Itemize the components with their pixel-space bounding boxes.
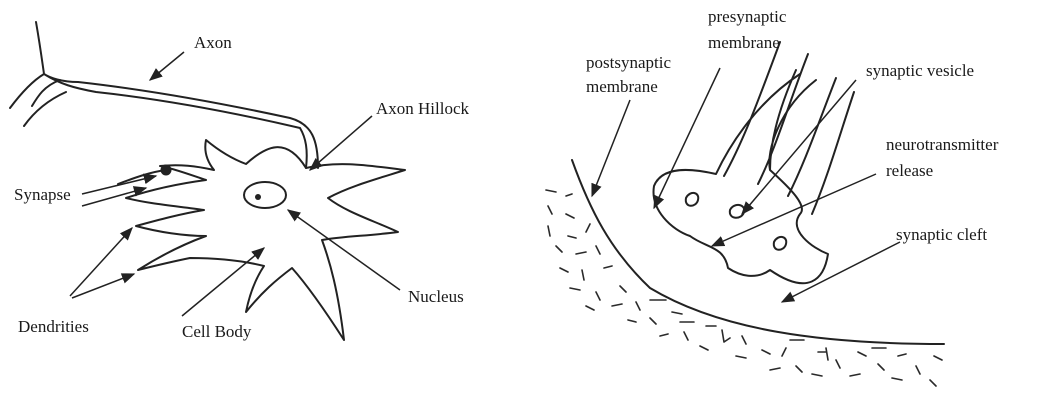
synapse-knob (161, 165, 172, 176)
label-dendrities: Dendrities (18, 317, 89, 336)
label-neurotransmitter-line2: release (886, 161, 933, 180)
nucleus-shape (244, 182, 286, 208)
axon-hillock-arrow (310, 116, 372, 170)
axon-fiber (10, 22, 318, 168)
postsynaptic-membrane-curve (572, 160, 944, 344)
synaptic-vesicle-2 (730, 205, 744, 218)
label-presynaptic-line2: membrane (708, 33, 780, 52)
synaptic-vesicle-1 (686, 193, 698, 206)
label-axon-hillock: Axon Hillock (376, 99, 470, 118)
cleft-arrow (782, 242, 900, 302)
nucleolus-dot (255, 194, 261, 200)
label-nucleus: Nucleus (408, 287, 464, 306)
dendrities-arrow-1 (70, 228, 132, 296)
neuron-illustration: Axon Axon Hillock Synapse Dendrities Cel… (10, 22, 470, 341)
presynaptic-arrow (654, 68, 720, 208)
synapse-arrow-2 (82, 188, 146, 206)
axon-arrow (150, 52, 184, 80)
postsynaptic-arrow (592, 100, 630, 196)
label-neurotransmitter-line1: neurotransmitter (886, 135, 999, 154)
label-cell-body: Cell Body (182, 322, 252, 341)
postsynaptic-cell-hatching (546, 190, 942, 386)
synapse-detail-illustration: postsynaptic membrane presynaptic membra… (546, 7, 999, 386)
label-axon: Axon (194, 33, 232, 52)
label-synaptic-cleft: synaptic cleft (896, 225, 987, 244)
presynaptic-terminal (654, 70, 828, 283)
label-presynaptic-line1: presynaptic (708, 7, 787, 26)
label-synapse: Synapse (14, 185, 71, 204)
nucleus-arrow (288, 210, 400, 290)
dendrities-arrow-2 (72, 274, 134, 298)
synaptic-vesicle-3 (774, 237, 786, 250)
label-synaptic-vesicle: synaptic vesicle (866, 61, 974, 80)
label-postsynaptic-line1: postsynaptic (586, 53, 671, 72)
synapse-connection (118, 170, 166, 184)
label-postsynaptic-line2: membrane (586, 77, 658, 96)
